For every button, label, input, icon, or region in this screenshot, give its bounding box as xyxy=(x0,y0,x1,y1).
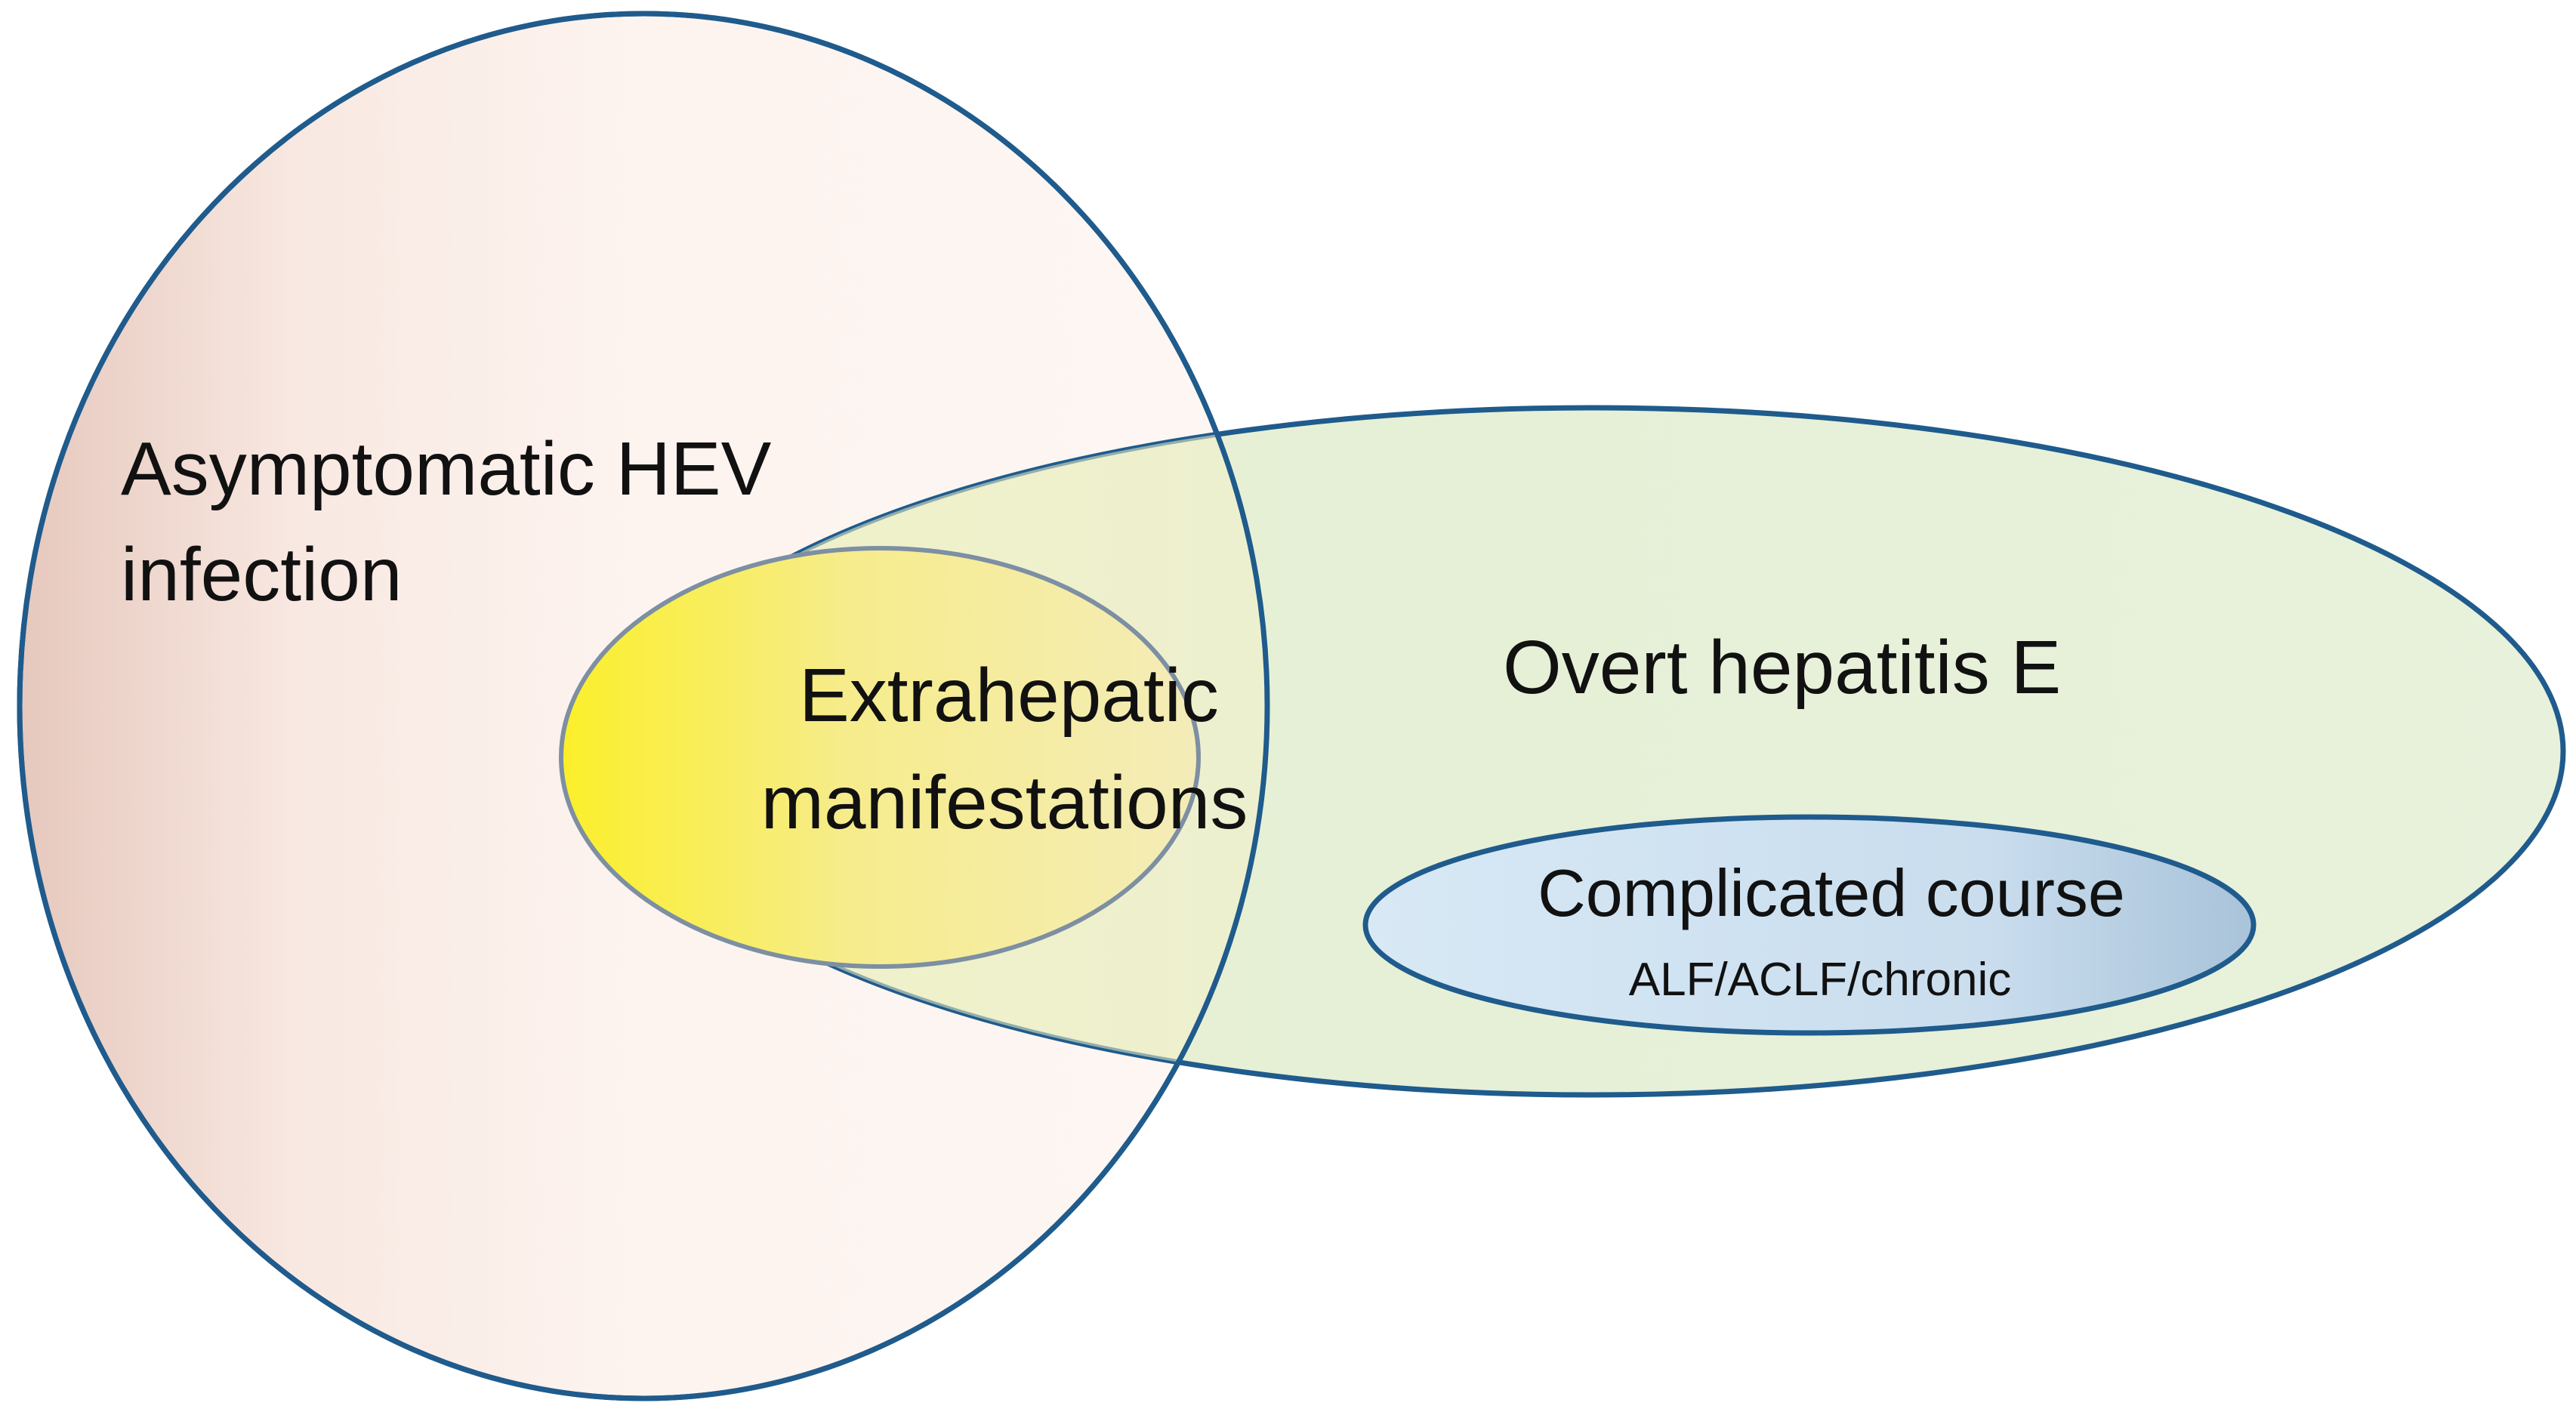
asymptomatic-outline xyxy=(17,11,1270,1401)
extrahepatic-label-line1: Extrahepatic xyxy=(799,653,1219,738)
extrahepatic-label-line2: manifestations xyxy=(761,760,1248,845)
overlap-region xyxy=(621,408,1267,1095)
extrahepatic-region xyxy=(559,546,1201,969)
complicated-course-sublabel: ALF/ACLF/chronic xyxy=(1629,954,2012,1006)
overt-hepatitis-label: Overt hepatitis E xyxy=(1503,625,2061,710)
complicated-course-label: Complicated course xyxy=(1538,856,2125,930)
asymptomatic-label-line1: Asymptomatic HEV xyxy=(121,427,772,511)
asymptomatic-label-line2: infection xyxy=(121,532,402,617)
complicated-course-region xyxy=(1362,814,2257,1036)
